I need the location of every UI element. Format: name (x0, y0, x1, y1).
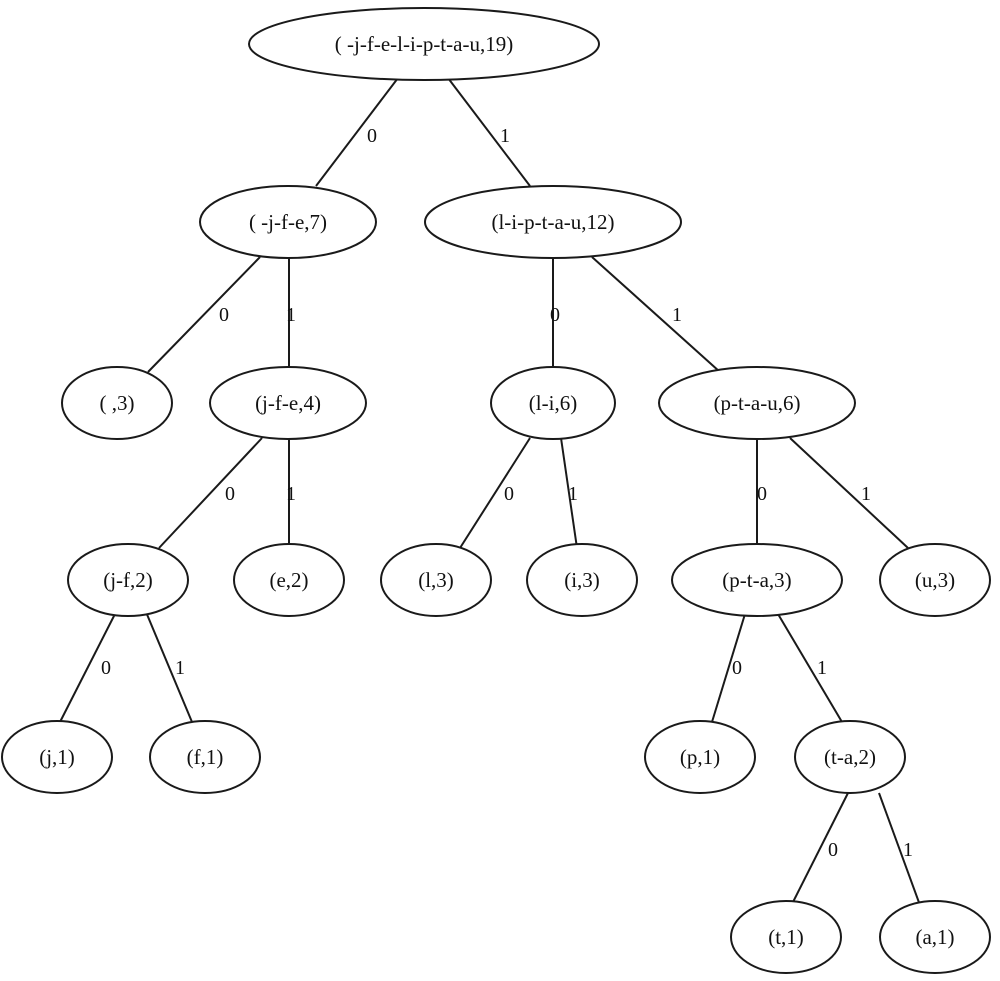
node-label-n11: (p-t-a-u,6) (714, 391, 801, 415)
edge-n010-to-n0100 (59, 611, 117, 723)
edge-n1-to-n11 (591, 256, 721, 373)
node-label-n01: (j-f-e,4) (255, 391, 321, 415)
tree-node-n0101: (f,1) (149, 720, 261, 794)
edge-n10-to-n101 (560, 437, 578, 549)
edge-n110-to-n1100 (711, 613, 746, 723)
node-label-n011: (e,2) (269, 568, 308, 592)
edge-label-n11-n110: 0 (757, 483, 767, 505)
tree-node-n10: (l-i,6) (490, 366, 616, 440)
edge-label-n0-n00: 0 (219, 304, 229, 326)
node-label-n110: (p-t-a,3) (722, 568, 791, 592)
node-label-n010: (j-f,2) (103, 568, 153, 592)
tree-node-n100: (l,3) (380, 543, 492, 617)
tree-node-n11011: (a,1) (879, 900, 991, 974)
tree-node-n111: (u,3) (879, 543, 991, 617)
node-label-n1101: (t-a,2) (824, 745, 876, 769)
edge-label-n1101-n11010: 0 (828, 839, 838, 861)
edge-n11-to-n111 (789, 437, 909, 549)
edge-label-n110-n1100: 0 (732, 657, 742, 679)
tree-node-n011: (e,2) (233, 543, 345, 617)
edge-label-n10-n101: 1 (568, 483, 578, 505)
edge-n1101-to-n11010 (789, 792, 849, 909)
tree-node-n010: (j-f,2) (67, 543, 189, 617)
node-label-n111: (u,3) (915, 568, 955, 592)
edge-label-n01-n010: 0 (225, 483, 235, 505)
tree-node-n0100: (j,1) (1, 720, 113, 794)
edge-label-n1-n11: 1 (672, 304, 682, 326)
tree-node-n101: (i,3) (526, 543, 638, 617)
edge-n0-to-n00 (147, 256, 261, 373)
tree-node-n01: (j-f-e,4) (209, 366, 367, 440)
edge-root-to-n1 (447, 77, 531, 187)
edge-label-n0-n01: 1 (286, 304, 296, 326)
node-label-n101: (i,3) (564, 568, 600, 592)
edge-labels: 0 1 0 1 0 1 0 1 0 1 0 1 0 1 0 1 0 1 (101, 125, 913, 861)
edge-label-n01-n011: 1 (286, 483, 296, 505)
node-label-n11010: (t,1) (768, 925, 804, 949)
node-label-n0101: (f,1) (187, 745, 224, 769)
node-label-n0100: (j,1) (39, 745, 75, 769)
edge-n010-to-n0101 (145, 611, 193, 723)
edge-label-root-n0: 0 (367, 125, 377, 147)
edge-n110-to-n1101 (777, 613, 843, 723)
tree-node-n1101: (t-a,2) (794, 720, 906, 794)
tree-node-n110: (p-t-a,3) (671, 543, 843, 617)
tree-node-n0: ( -j-f-e,7) (199, 185, 377, 259)
edge-label-n11-n111: 1 (861, 483, 871, 505)
tree-node-n1100: (p,1) (644, 720, 756, 794)
tree-node-n1: (l-i-p-t-a-u,12) (424, 185, 682, 259)
edge-n10-to-n100 (459, 437, 531, 549)
edge-label-n1-n10: 0 (550, 304, 560, 326)
edge-label-n010-n0101: 1 (175, 657, 185, 679)
node-label-n1: (l-i-p-t-a-u,12) (491, 210, 614, 234)
edge-n1101-to-n11011 (878, 792, 922, 909)
node-label-n11011: (a,1) (915, 925, 954, 949)
tree-node-root: ( -j-f-e-l-i-p-t-a-u,19) (248, 7, 600, 81)
node-label-n10: (l-i,6) (529, 391, 577, 415)
node-label-n0: ( -j-f-e,7) (249, 210, 327, 234)
edge-label-n10-n100: 0 (504, 483, 514, 505)
edge-n01-to-n010 (158, 437, 263, 549)
tree-node-n11: (p-t-a-u,6) (658, 366, 856, 440)
edge-label-root-n1: 1 (500, 125, 510, 147)
node-label-n00: ( ,3) (100, 391, 135, 415)
edge-label-n010-n0100: 0 (101, 657, 111, 679)
node-label-root: ( -j-f-e-l-i-p-t-a-u,19) (335, 32, 513, 56)
tree-node-n00: ( ,3) (61, 366, 173, 440)
edge-label-n110-n1101: 1 (817, 657, 827, 679)
edges (59, 77, 922, 909)
edge-root-to-n0 (315, 77, 399, 187)
tree-node-n11010: (t,1) (730, 900, 842, 974)
node-label-n1100: (p,1) (680, 745, 720, 769)
edge-label-n1101-n11011: 1 (903, 839, 913, 861)
node-label-n100: (l,3) (418, 568, 454, 592)
